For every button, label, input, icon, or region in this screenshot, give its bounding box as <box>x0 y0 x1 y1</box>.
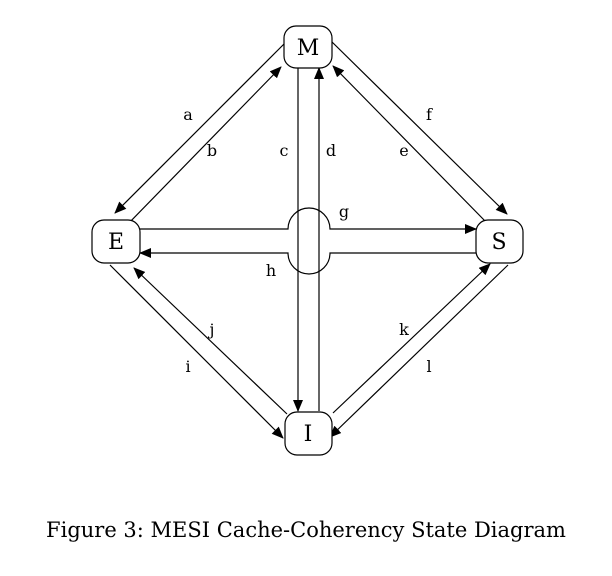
state-s-label: S <box>491 230 506 255</box>
label-j: j <box>208 320 215 339</box>
label-h: h <box>266 261 276 280</box>
edge-h-s-to-e <box>139 248 476 275</box>
edge-f-m-to-s <box>329 39 508 215</box>
edge-k-i-to-s <box>332 263 491 414</box>
state-i: I <box>284 411 333 456</box>
state-i-label: I <box>304 422 313 447</box>
label-k: k <box>399 320 409 339</box>
edge-e-s-to-m <box>332 65 488 224</box>
state-m: M <box>283 25 333 69</box>
label-a: a <box>183 105 193 124</box>
figure-caption: Figure 3: MESI Cache-Coherency State Dia… <box>46 518 566 542</box>
edge-j-i-to-e <box>133 267 288 415</box>
state-s: S <box>475 219 524 264</box>
state-m-label: M <box>297 36 320 61</box>
mesi-state-diagram: M E S I a b c d e f g h i j k l <box>91 25 524 456</box>
label-c: c <box>280 141 289 160</box>
label-l: l <box>426 357 431 376</box>
edge-b-e-to-m <box>126 66 282 226</box>
label-d: d <box>326 141 336 160</box>
state-e-label: E <box>108 230 124 255</box>
label-f: f <box>426 105 433 124</box>
label-b: b <box>207 141 217 160</box>
label-g: g <box>339 202 349 221</box>
edge-i-e-to-i <box>109 264 284 439</box>
label-e: e <box>399 141 408 160</box>
edge-g-e-to-s <box>140 207 477 234</box>
label-i: i <box>185 357 190 376</box>
edge-l-s-to-i <box>329 264 509 438</box>
state-e: E <box>91 219 141 264</box>
edge-a-m-to-e <box>114 39 289 214</box>
